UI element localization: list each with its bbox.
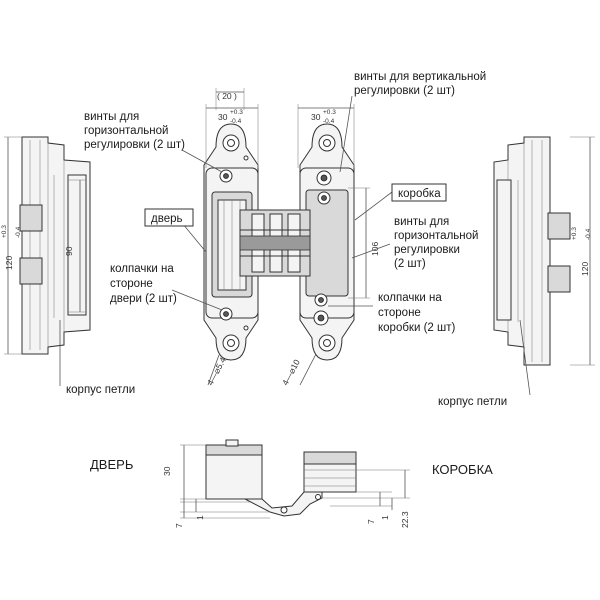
dim-bottom-1-right: 1	[380, 515, 390, 520]
label-screws-horizontal-right: винты для горизонтальной регулировки (2 …	[394, 216, 482, 270]
dim-106: 106	[370, 242, 380, 256]
dim-bottom-7-right: 7	[366, 519, 376, 524]
dim-90: 90	[64, 246, 74, 256]
dim-120-right: 120	[580, 262, 590, 276]
left-side-profile	[4, 136, 91, 355]
dim-holes-right: 4—⌀10	[280, 357, 302, 386]
dim-30-right-tol-minus: -0.4	[323, 118, 335, 125]
dim-bottom-22: 22.3	[400, 511, 410, 528]
label-caps-door: колпачки на стороне двери (2 шт)	[110, 263, 177, 305]
dim-30-left-tol-plus: +0.3	[230, 109, 243, 116]
dim-120-right-tol-minus: -0.4	[585, 228, 592, 240]
dim-30-left: 30	[218, 112, 228, 122]
korobka-box	[391, 183, 447, 202]
dim-bottom-7-left: 7	[174, 523, 184, 528]
hinge-front-view	[203, 88, 370, 386]
dim-bottom-30: 30	[162, 466, 172, 476]
dim-bottom-1-left: 1	[195, 515, 205, 520]
dim-120-left-tol-plus: +0.3	[1, 225, 8, 238]
dim-30-right: 30	[311, 112, 321, 122]
dim-30-right-tol-plus: +0.3	[323, 109, 336, 116]
label-caps-frame: колпачки на стороне коробки (2 шт)	[378, 292, 455, 334]
label-korobka: коробка	[398, 188, 441, 200]
dim-120-left-tol-minus: -0.4	[15, 226, 22, 238]
label-screws-vertical: винты для вертикальной регулировки (2 шт…	[354, 71, 489, 97]
label-bottom-korobka: КОРОБКА	[432, 462, 493, 477]
dim-20: ( 20 )	[217, 91, 237, 101]
hinge-bottom-view	[180, 439, 410, 519]
dim-holes-left: 4—⌀5.4	[205, 355, 228, 387]
dim-30-left-tol-minus: -0.4	[230, 118, 242, 125]
label-screws-horizontal-left: винты для горизонтальной регулировки (2 …	[84, 111, 185, 151]
dim-120-right-tol-plus: +0.3	[571, 227, 578, 240]
dim-120-left: 120	[4, 256, 14, 270]
label-dver: дверь	[151, 213, 182, 225]
dver-box	[144, 208, 194, 227]
label-body-right: корпус петли	[438, 396, 507, 408]
right-side-profile	[493, 136, 595, 366]
label-body-left: корпус петли	[66, 384, 135, 396]
label-bottom-dver: ДВЕРЬ	[90, 457, 133, 472]
